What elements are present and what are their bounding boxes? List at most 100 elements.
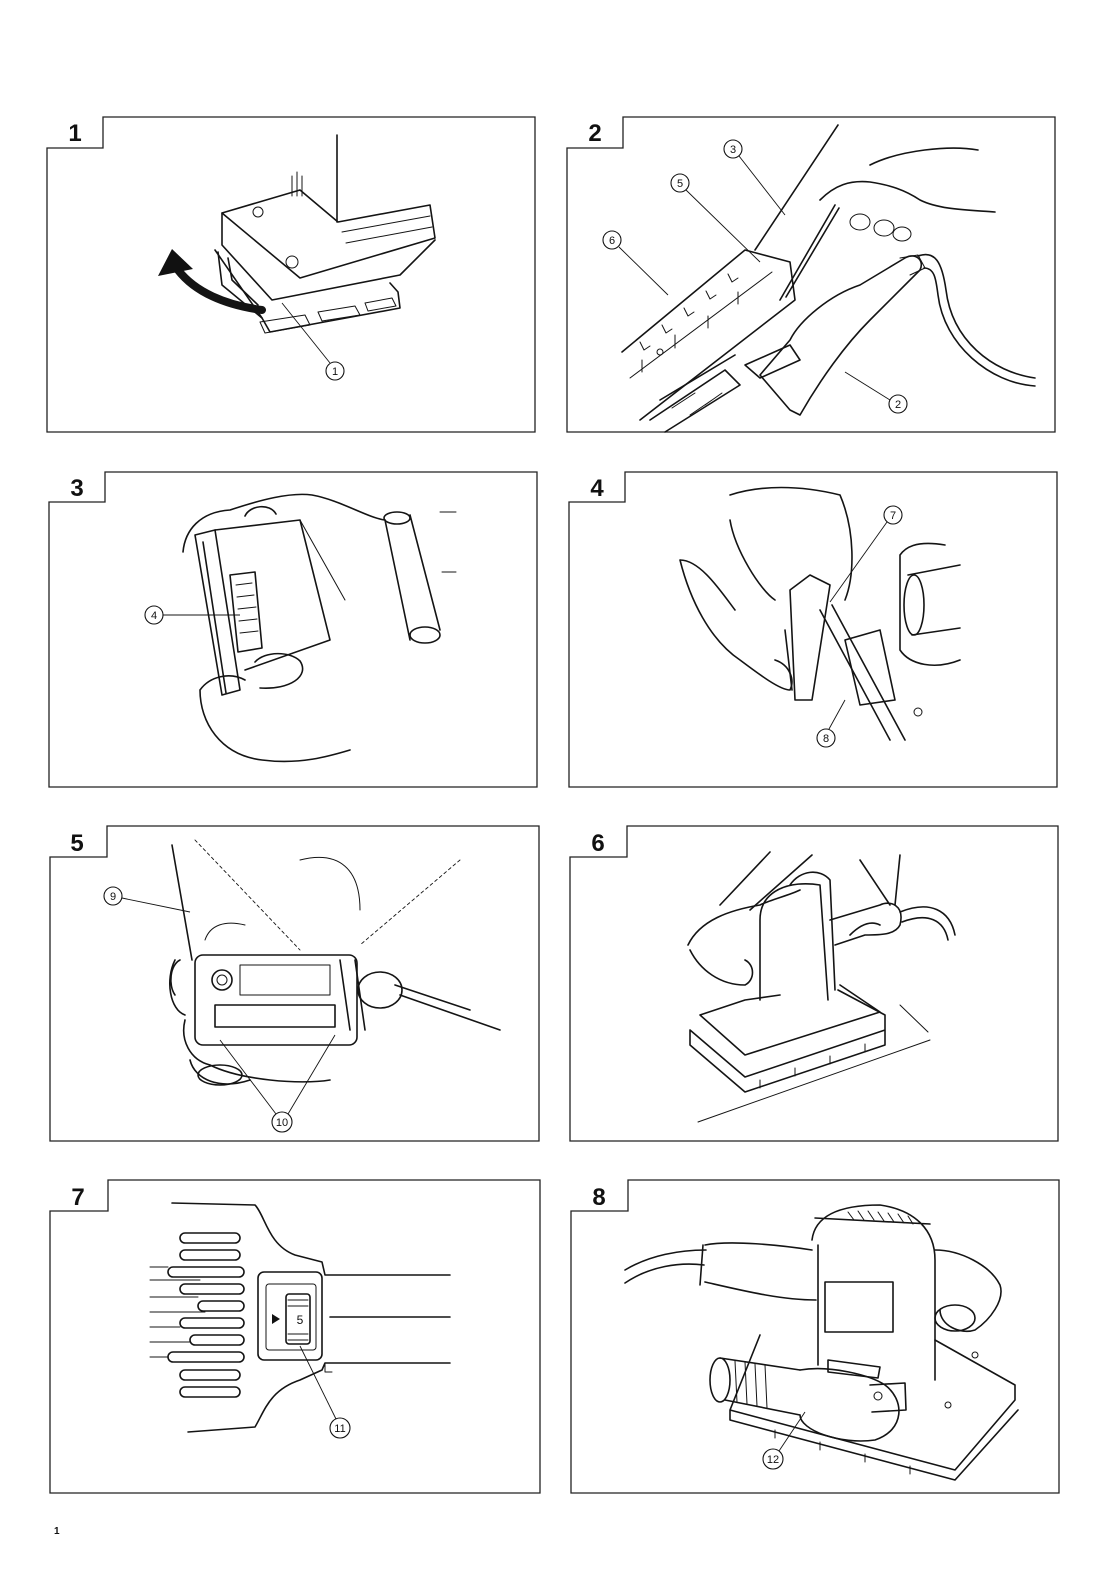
- wrist: [395, 985, 500, 1030]
- screwdriver: [780, 205, 839, 300]
- callout-5: 5: [671, 174, 760, 262]
- power-cord: [625, 1250, 706, 1283]
- housing-curve: [205, 857, 360, 940]
- finger: [893, 227, 911, 241]
- front-handle: [700, 1243, 816, 1300]
- callout-7: 7: [830, 506, 902, 602]
- cylinder-end: [410, 627, 440, 643]
- dial-marker: [272, 1314, 280, 1324]
- figure-6: 6: [570, 826, 1058, 1141]
- callout-6: 6: [603, 231, 668, 295]
- callout-leader: [845, 372, 890, 400]
- right-hand: [850, 855, 900, 935]
- housing-seam: [325, 1363, 332, 1372]
- figure-number: 4: [590, 475, 604, 502]
- rating-label: [825, 1282, 893, 1332]
- callout-leader: [300, 1346, 336, 1419]
- callout-label: 7: [890, 510, 896, 522]
- motor-housing: [812, 1205, 935, 1380]
- front-plate: [828, 1360, 880, 1378]
- vent-slot: [190, 1335, 244, 1345]
- dial-setting: 5: [297, 1313, 304, 1327]
- base-pad: [195, 955, 357, 1045]
- finger: [198, 1065, 242, 1085]
- figure-number: 7: [71, 1184, 84, 1211]
- housing-ribs: [342, 216, 432, 243]
- power-cord: [918, 254, 1035, 386]
- housing-front-face: [222, 213, 435, 300]
- speed-dial-illustration: 5: [150, 1203, 450, 1432]
- cooling-fins: [150, 1267, 205, 1357]
- callout-8: 8: [817, 700, 845, 747]
- finger: [874, 220, 894, 236]
- callout-leader: [619, 247, 668, 295]
- pad-screw-outer: [212, 970, 232, 990]
- dust-bag-illustration: [625, 1205, 1018, 1480]
- figure-7: 7 5: [50, 1180, 540, 1493]
- callout-leader: [282, 303, 330, 363]
- rear-handle: [935, 1250, 1001, 1331]
- dial-window: [258, 1272, 322, 1360]
- callout-leader: [739, 156, 785, 215]
- ventilation-slots: [168, 1233, 244, 1397]
- figure-frame: [49, 472, 537, 787]
- housing-curve: [730, 488, 852, 601]
- callout-label: 6: [609, 235, 615, 247]
- dust-bag-body: [800, 1369, 899, 1441]
- figure-frame: [50, 1180, 540, 1493]
- callout-label: 2: [895, 399, 901, 411]
- figure-8: 8 12: [571, 1180, 1059, 1493]
- callout-label: 3: [730, 144, 736, 156]
- vent-slot: [180, 1387, 240, 1397]
- figure-number: 3: [70, 475, 83, 502]
- callout-leader: [686, 190, 760, 262]
- paper-slot-notches: [640, 274, 738, 350]
- callout-2: 2: [845, 372, 907, 413]
- callout-4: 4: [145, 606, 240, 624]
- clamp-lever-illustration: [680, 488, 960, 741]
- hand-outline: [820, 148, 995, 212]
- figure-frame: [50, 826, 539, 1141]
- sanding-operation-illustration: [688, 852, 955, 1122]
- base-pads: [260, 298, 396, 333]
- figure-1: 1 1: [47, 117, 535, 432]
- sandpaper-fitting-illustration: [622, 125, 1035, 432]
- left-hand: [688, 890, 800, 985]
- vent-slot: [180, 1370, 240, 1380]
- callout-leader: [779, 1412, 805, 1451]
- power-cord: [900, 907, 955, 940]
- housing-outline-top: [172, 1203, 450, 1275]
- rear-handle: [760, 256, 921, 415]
- workpiece-board: [698, 1005, 930, 1122]
- right-thumb: [358, 972, 402, 1008]
- figure-number: 6: [591, 830, 604, 857]
- vent-slot: [198, 1301, 244, 1311]
- vent-slot: [180, 1284, 244, 1294]
- handle-edge: [300, 512, 456, 600]
- dust-outlet-cylinder: [385, 515, 440, 640]
- lower-hand: [184, 1020, 330, 1084]
- callout-label: 11: [334, 1423, 345, 1435]
- screw-head: [972, 1352, 978, 1358]
- housing-top-face: [222, 190, 435, 278]
- callout-label: 9: [110, 891, 116, 903]
- housing-edge: [172, 845, 192, 960]
- sander-base-illustration: [158, 135, 435, 333]
- figure-frame: [570, 826, 1058, 1141]
- holding-sander-illustration: [183, 494, 456, 761]
- callout-1: 1: [282, 303, 344, 380]
- upper-hand: [183, 494, 385, 552]
- sander-underside-illustration: [170, 840, 500, 1085]
- callout-leader: [122, 898, 190, 912]
- callout-label: 10: [276, 1117, 288, 1129]
- figure-4: 4 7 8: [569, 472, 1057, 787]
- vent-slot: [180, 1318, 244, 1328]
- figure-number: 8: [592, 1184, 605, 1211]
- left-forearm: [720, 852, 812, 910]
- hand-outline: [680, 520, 792, 690]
- callout-label: 5: [677, 178, 683, 190]
- callout-leader: [830, 522, 887, 602]
- callout-9: 9: [104, 887, 190, 912]
- screw-head: [253, 207, 263, 217]
